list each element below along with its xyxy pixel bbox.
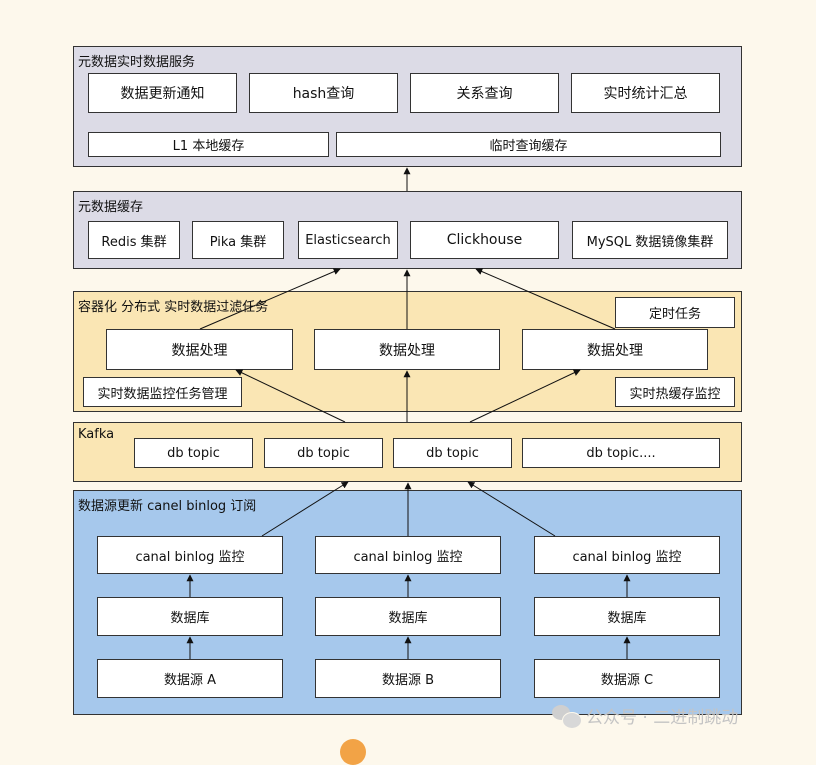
orange-dot-decoration <box>340 739 366 765</box>
database-box-b: 数据库 <box>315 597 501 636</box>
cache-layer-title: 元数据缓存 <box>78 200 144 215</box>
kafka-layer-title: Kafka <box>78 427 115 442</box>
database-box-c: 数据库 <box>534 597 720 636</box>
db-topic-box-4: db topic.... <box>522 438 720 468</box>
realtime-monitor-task-mgmt-box: 实时数据监控任务管理 <box>83 377 242 407</box>
wechat-icon <box>552 704 582 729</box>
connector-arrows <box>186 167 631 659</box>
canal-binlog-monitor-box-b: canal binlog 监控 <box>315 536 501 574</box>
database-box-a: 数据库 <box>97 597 283 636</box>
mysql-mirror-cluster-box: MySQL 数据镜像集群 <box>572 221 728 259</box>
service-layer-title: 元数据实时数据服务 <box>78 55 196 70</box>
canal-binlog-monitor-box-c: canal binlog 监控 <box>534 536 720 574</box>
hash-query-box: hash查询 <box>249 73 398 113</box>
l1-local-cache-box: L1 本地缓存 <box>88 132 329 157</box>
watermark: 公众号 · 二进制跳动 <box>552 703 739 729</box>
db-topic-box-3: db topic <box>393 438 512 468</box>
arrow-kafka-to-proc3 <box>469 369 581 423</box>
arrow-canal-a-to-kafka <box>261 481 349 537</box>
data-update-notify-box: 数据更新通知 <box>88 73 237 113</box>
realtime-hot-cache-monitor-box: 实时热缓存监控 <box>615 377 735 407</box>
canal-binlog-monitor-box-a: canal binlog 监控 <box>97 536 283 574</box>
data-processing-box-1: 数据处理 <box>106 329 293 370</box>
arrow-proc3-to-cache <box>475 268 616 330</box>
data-source-box-a: 数据源 A <box>97 659 283 698</box>
db-topic-box-2: db topic <box>264 438 383 468</box>
elasticsearch-box: Elasticsearch <box>298 221 398 259</box>
data-source-box-c: 数据源 C <box>534 659 720 698</box>
source-layer-title: 数据源更新 canel binlog 订阅 <box>78 499 257 514</box>
processing-layer-title: 容器化 分布式 实时数据过滤任务 <box>78 300 269 315</box>
arrow-canal-c-to-kafka <box>467 481 556 537</box>
data-processing-box-2: 数据处理 <box>314 329 500 370</box>
arrow-proc1-to-cache <box>199 268 341 330</box>
pika-cluster-box: Pika 集群 <box>192 221 284 259</box>
relation-query-box: 关系查询 <box>410 73 559 113</box>
clickhouse-box: Clickhouse <box>410 221 559 259</box>
data-processing-box-3: 数据处理 <box>522 329 708 370</box>
temp-query-cache-box: 临时查询缓存 <box>336 132 721 157</box>
watermark-text: 公众号 · 二进制跳动 <box>586 708 739 728</box>
db-topic-box-1: db topic <box>134 438 253 468</box>
timer-task-box: 定时任务 <box>615 297 735 328</box>
redis-cluster-box: Redis 集群 <box>88 221 180 259</box>
arrow-kafka-to-proc1 <box>235 369 346 423</box>
realtime-stats-box: 实时统计汇总 <box>571 73 720 113</box>
data-source-box-b: 数据源 B <box>315 659 501 698</box>
